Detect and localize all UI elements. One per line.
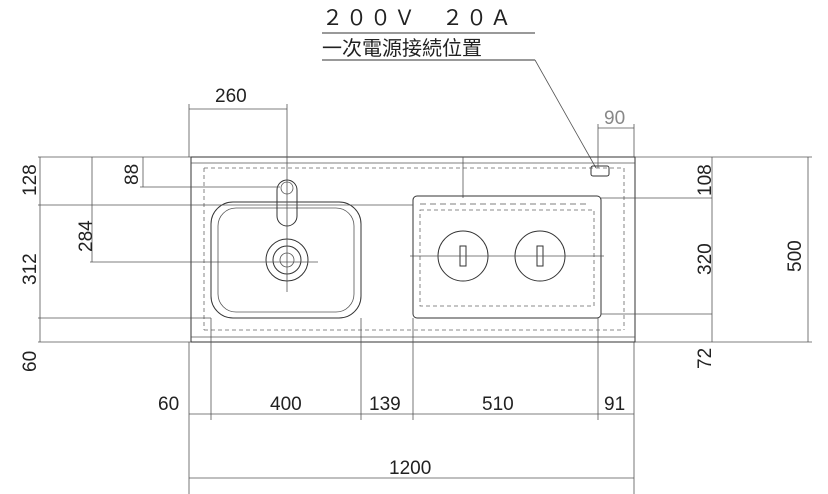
dim-312-text: 312 [20, 253, 41, 285]
power-connection-label: 一次電源接続位置 [322, 36, 482, 60]
dim-320-text: 320 [695, 243, 716, 275]
dim-260-text: 260 [215, 86, 247, 107]
dim-90-text: 90 [604, 108, 625, 129]
power-leader-line [534, 59, 597, 169]
dim-60-left-text: 60 [20, 351, 41, 372]
cooktop-inner [419, 209, 595, 307]
dim-88-text: 88 [122, 164, 143, 185]
dim-72-text: 72 [695, 348, 716, 369]
dim-91-text: 91 [604, 394, 625, 415]
dim-500-text: 500 [785, 240, 806, 272]
dim-139-text: 139 [369, 394, 401, 415]
dim-108-text: 108 [695, 164, 716, 196]
dim-1200-text: 1200 [389, 458, 431, 479]
power-spec-label: ２００Ｖ ２０Ａ [322, 6, 514, 30]
power-outlet [590, 165, 610, 177]
dim-284-text: 284 [76, 220, 97, 252]
dim-128-text: 128 [20, 164, 41, 196]
dim-510-text: 510 [482, 394, 514, 415]
sink-bowl-inner [217, 207, 355, 313]
dim-400-text: 400 [270, 394, 302, 415]
cooktop [412, 195, 602, 319]
sink-bowl [210, 201, 362, 319]
dim-60-bottom-text: 60 [158, 394, 179, 415]
